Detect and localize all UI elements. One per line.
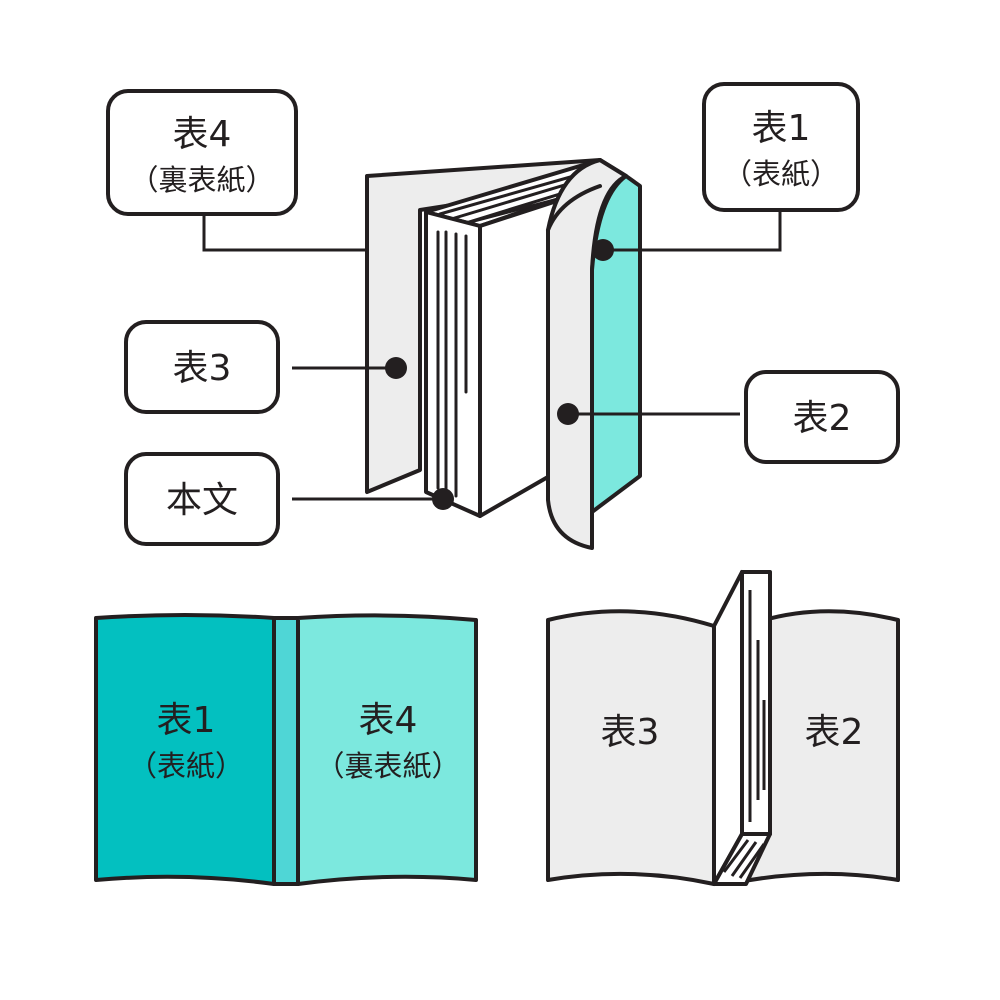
label-cover2: 表2 [793, 398, 852, 439]
spread-cover1-title: 表1 [157, 700, 216, 741]
label-box-cover3 [124, 320, 280, 414]
spread-cover2: 表2 [805, 712, 864, 753]
spine-block-bottom [712, 832, 772, 886]
label-box-cover4 [106, 89, 298, 216]
label-box-body [124, 452, 280, 546]
cover4-panel [296, 613, 478, 886]
spread-cover4-title: 表4 [359, 700, 418, 741]
spine-block-front [740, 570, 772, 836]
label-cover3: 表3 [173, 348, 232, 389]
front-cover-inside [546, 158, 628, 550]
label-cover1-title: 表1 [752, 108, 811, 149]
spread-cover3: 表3 [601, 712, 660, 753]
spread-cover4-sub: （裏表紙） [315, 749, 460, 783]
label-body-text: 本文 [166, 480, 238, 521]
label-box-cover1 [702, 82, 860, 212]
spread-cover1-sub: （表紙） [128, 749, 244, 783]
spine-block-side [712, 570, 744, 886]
leader-lines [202, 210, 782, 501]
cover-inside-spread [546, 570, 900, 886]
label-cover4-sub: （裏表紙） [129, 163, 274, 197]
spine-panel [272, 616, 300, 886]
front-cover-outside [590, 174, 642, 514]
cover-outside-spread [94, 613, 478, 886]
label-cover4-title: 表4 [173, 114, 232, 155]
book-3d-illustration [365, 158, 642, 550]
label-cover1-sub: （表紙） [723, 157, 839, 191]
label-box-cover2 [744, 370, 900, 464]
text-block-front [424, 210, 482, 518]
